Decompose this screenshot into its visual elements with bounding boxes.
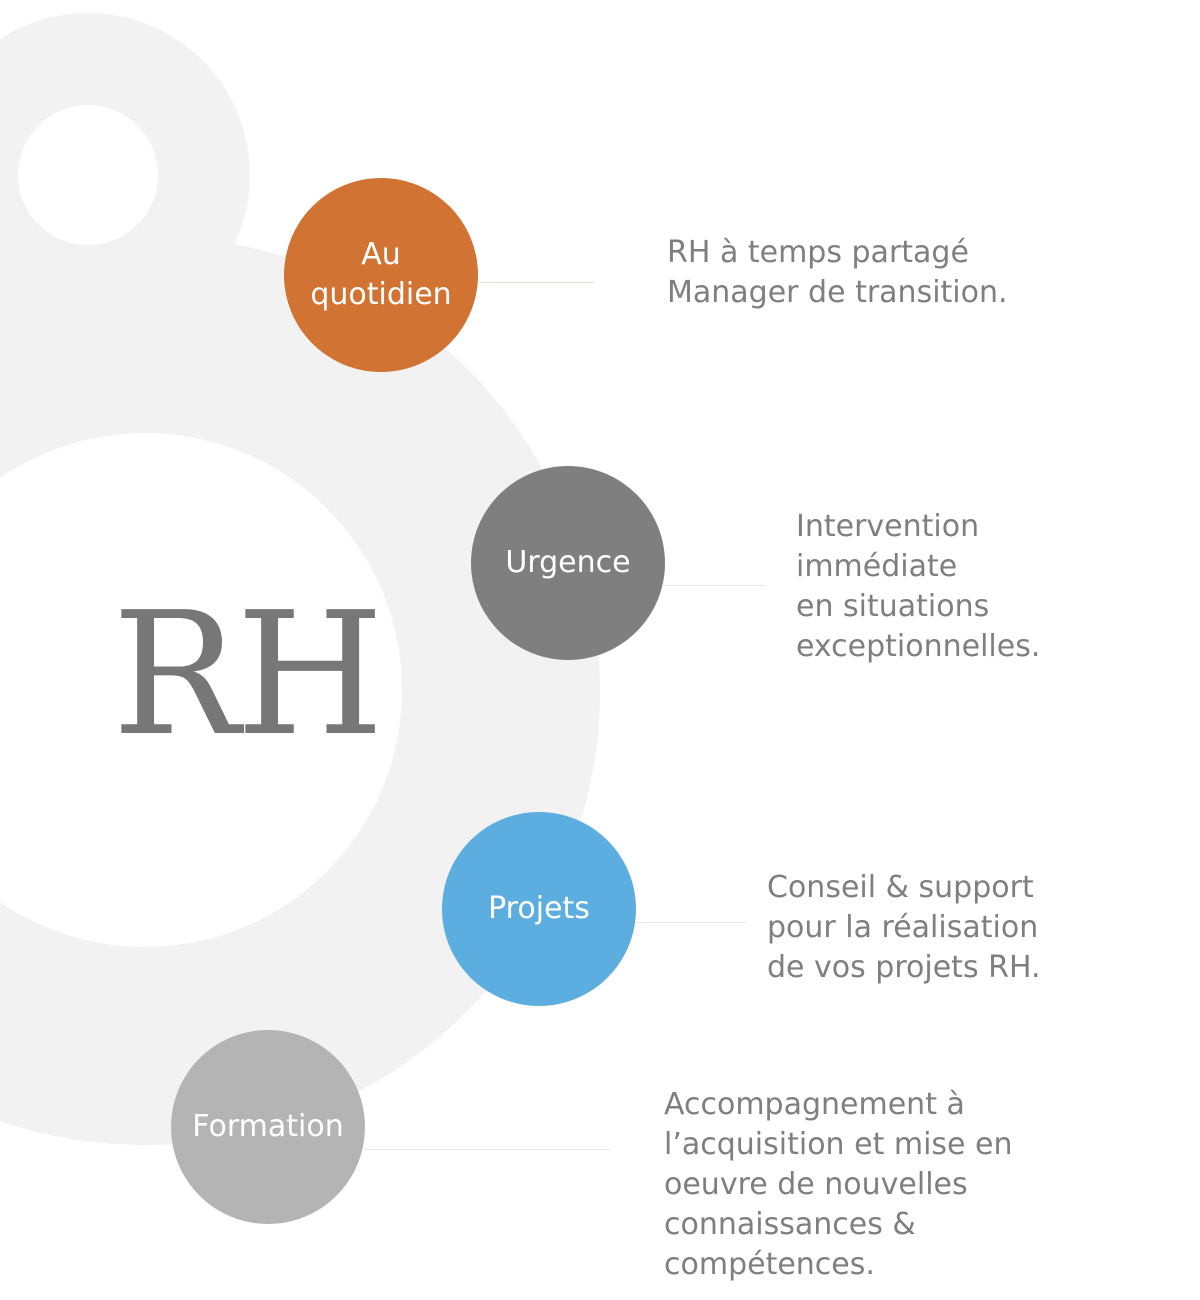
description-line: RH à temps partagé xyxy=(667,235,969,270)
description-line: connaissances & xyxy=(664,1207,916,1242)
description-line: Intervention xyxy=(796,509,980,544)
circle-urgence: Urgence xyxy=(471,466,665,660)
circle-projets: Projets xyxy=(442,812,636,1006)
description-line: l’acquisition et mise en xyxy=(664,1127,1013,1162)
circle-formation: Formation xyxy=(171,1030,365,1224)
inner-white-circle xyxy=(0,433,402,947)
description-urgence: Intervention immédiate en situations exc… xyxy=(796,507,1040,667)
circle-label: Urgence xyxy=(505,545,631,580)
description-au-quotidien: RH à temps partagé Manager de transition… xyxy=(667,233,1008,313)
description-projets: Conseil & support pour la réalisation de… xyxy=(767,868,1041,988)
description-line: immédiate xyxy=(796,549,958,584)
description-line: pour la réalisation xyxy=(767,910,1039,945)
description-line: de vos projets RH. xyxy=(767,950,1041,985)
description-line: Accompagnement à xyxy=(664,1087,965,1122)
connector-line xyxy=(478,282,594,283)
circle-label: quotidien xyxy=(310,277,452,312)
connector-line xyxy=(665,585,765,586)
description-line: compétences. xyxy=(664,1247,875,1282)
circle-label: Au xyxy=(361,237,401,272)
center-label: RH xyxy=(112,576,384,774)
circle-label: Projets xyxy=(488,891,590,926)
description-formation: Accompagnement à l’acquisition et mise e… xyxy=(664,1085,1013,1285)
connector-line xyxy=(365,1149,610,1150)
description-line: exceptionnelles. xyxy=(796,629,1041,664)
description-line: en situations xyxy=(796,589,990,624)
circle-label: Formation xyxy=(192,1109,344,1144)
description-line: Conseil & support xyxy=(767,870,1034,905)
description-line: Manager de transition. xyxy=(667,275,1008,310)
connector-line xyxy=(636,922,746,923)
description-line: oeuvre de nouvelles xyxy=(664,1167,968,1202)
circle-au-quotidien: Au quotidien xyxy=(284,178,478,372)
small-ring-hole xyxy=(18,105,158,245)
